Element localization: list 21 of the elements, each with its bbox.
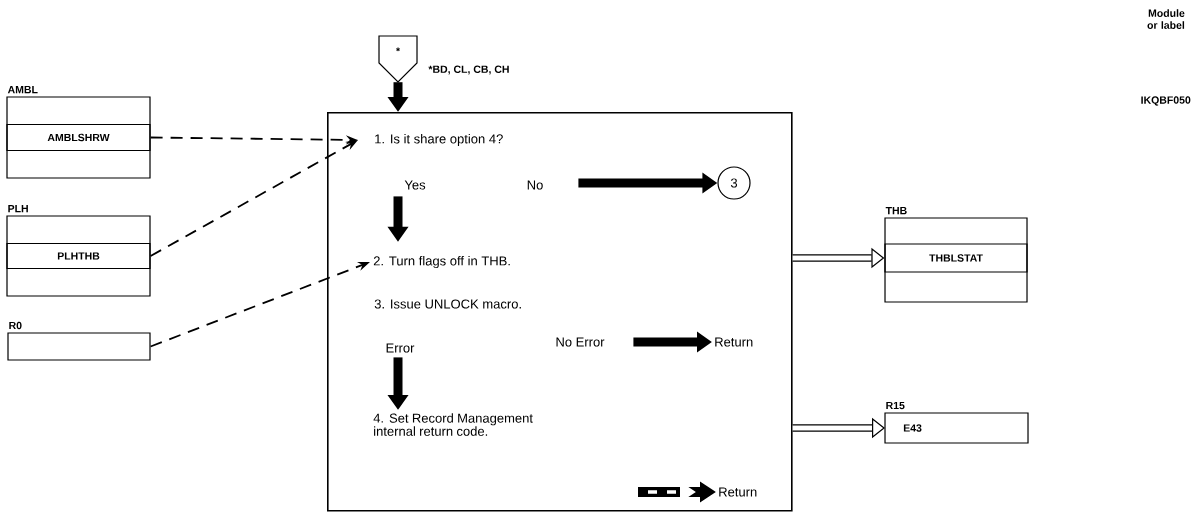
- node-label: PLH: [8, 204, 28, 213]
- step-text: 4. Set Record Management internal return code.: [373, 413, 533, 436]
- module-name: IKQBF050: [1141, 96, 1191, 106]
- field-row: PLHTHB: [6, 242, 151, 270]
- step-text: 2. Turn flags off in THB.: [373, 255, 510, 269]
- decision-step: 3. Issue UNLOCK macro. Error No Error: [374, 299, 605, 353]
- return-text: Return: [719, 487, 757, 497]
- decision-step: 1. Is it share option 4? Yes No: [375, 133, 543, 190]
- node-label: R0: [9, 321, 22, 330]
- node-label: AMBL: [7, 85, 38, 94]
- field-row: THBLSTAT: [884, 243, 1028, 273]
- field-value: E43: [903, 424, 922, 432]
- node-label: R15: [886, 401, 905, 410]
- return-text: Return: [715, 337, 753, 347]
- data-area-box: R0: [7, 321, 151, 361]
- field-row: AMBLSHRW: [6, 123, 151, 152]
- module-heading: Module or label: [1147, 9, 1185, 29]
- node-label: THB: [885, 206, 907, 215]
- connector-note: *BD, CL, CB, CH: [428, 65, 509, 75]
- process-box: [327, 112, 793, 512]
- off-page-connector: *: [378, 35, 418, 83]
